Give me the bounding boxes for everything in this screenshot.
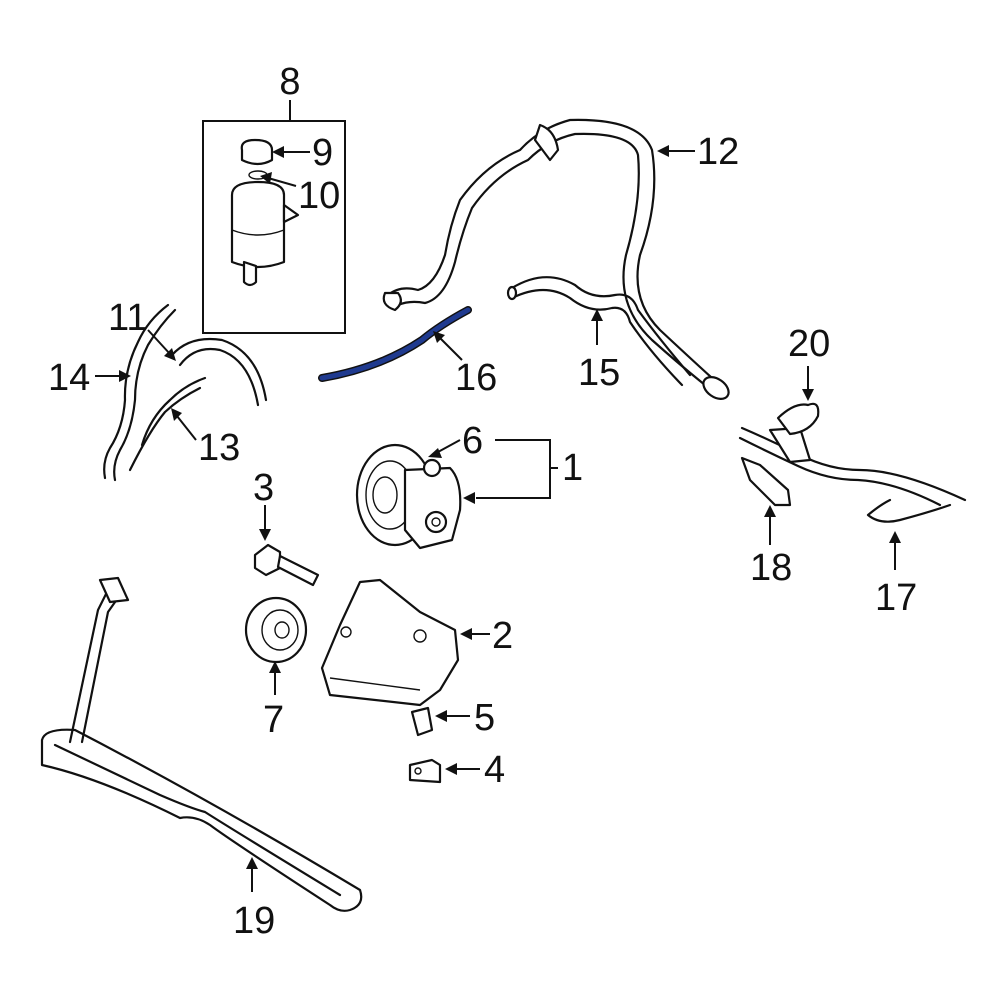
callout-12: 12 bbox=[697, 131, 739, 173]
callout-8: 8 bbox=[279, 61, 300, 103]
callout-15: 15 bbox=[578, 352, 620, 394]
callout-17: 17 bbox=[875, 577, 917, 619]
callout-13: 13 bbox=[198, 427, 240, 469]
pump-bracket[interactable] bbox=[320, 578, 460, 707]
callout-4: 4 bbox=[484, 749, 505, 791]
callout-10: 10 bbox=[298, 175, 340, 217]
return-hose[interactable] bbox=[506, 276, 692, 387]
callout-6: 6 bbox=[462, 420, 483, 462]
callout-16: 16 bbox=[455, 357, 497, 399]
highlighted-pressure-line[interactable] bbox=[318, 306, 472, 382]
reservoir-body[interactable] bbox=[230, 180, 300, 287]
reservoir-assembly-box bbox=[202, 120, 346, 334]
oil-cooler[interactable] bbox=[40, 576, 363, 912]
clip[interactable] bbox=[410, 706, 434, 737]
hose-13[interactable] bbox=[128, 337, 268, 472]
bolt[interactable] bbox=[253, 543, 320, 587]
callout-3: 3 bbox=[253, 467, 274, 509]
cooler-line[interactable] bbox=[738, 426, 967, 523]
callout-2: 2 bbox=[492, 615, 513, 657]
line-bracket[interactable] bbox=[740, 456, 792, 507]
callout-19: 19 bbox=[233, 900, 275, 942]
small-bracket[interactable] bbox=[408, 758, 442, 784]
callout-11: 11 bbox=[108, 297, 147, 339]
line-clamp[interactable] bbox=[776, 402, 820, 436]
hose-11[interactable] bbox=[103, 303, 177, 482]
callout-14: 14 bbox=[48, 357, 90, 399]
callout-1: 1 bbox=[562, 447, 583, 489]
callout-7: 7 bbox=[263, 699, 284, 741]
callout-20: 20 bbox=[788, 323, 830, 365]
power-steering-pump[interactable] bbox=[355, 443, 462, 550]
callout-18: 18 bbox=[750, 547, 792, 589]
callout-5: 5 bbox=[474, 697, 495, 739]
reservoir-cap[interactable] bbox=[240, 138, 274, 166]
idler-pulley[interactable] bbox=[244, 596, 308, 664]
pressure-hose[interactable] bbox=[382, 118, 733, 404]
callout-9: 9 bbox=[312, 132, 333, 174]
